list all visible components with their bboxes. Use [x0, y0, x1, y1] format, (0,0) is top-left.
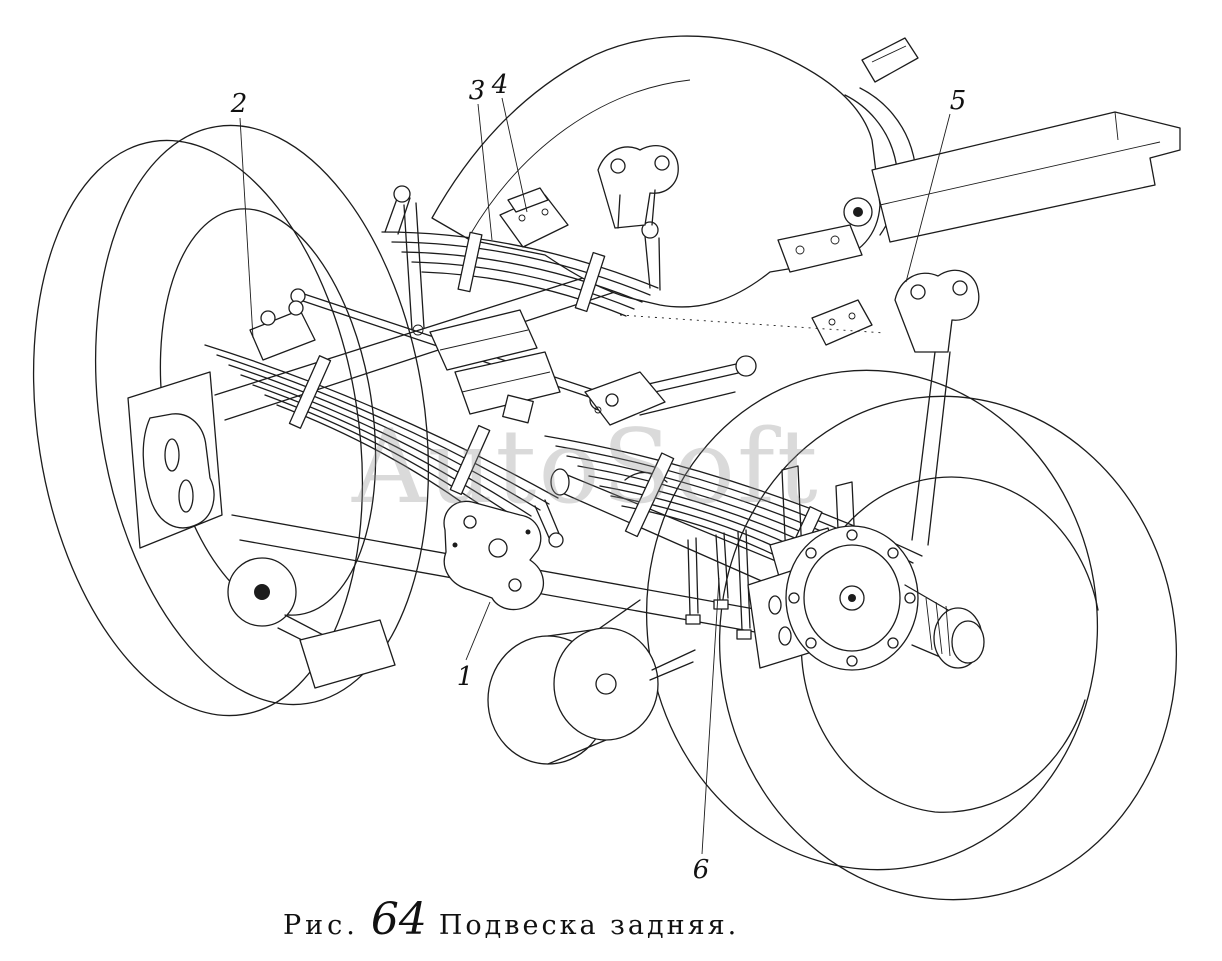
caption-prefix: Рис. — [283, 910, 359, 941]
left-crossmember-art — [127, 371, 223, 549]
leader-lines — [239, 97, 951, 855]
rear-bracket-art — [685, 269, 980, 640]
rear-left-wheels-art — [32, 124, 430, 717]
callout-3: 3 — [468, 76, 486, 106]
left-drum-art — [227, 557, 396, 689]
callout-4: 4 — [491, 70, 509, 100]
callout-1: 1 — [456, 662, 474, 692]
bracket-one-art — [443, 500, 544, 611]
caption-title: Подвеска задняя. — [438, 910, 740, 941]
callout-5: 5 — [949, 86, 967, 116]
callout-6: 6 — [692, 855, 710, 885]
frame-beam-art — [871, 111, 1181, 243]
top-brackets-art — [499, 145, 679, 248]
figure-caption: Рис. 64 Подвеска задняя. — [283, 898, 739, 942]
brake-chamber-art — [487, 599, 696, 765]
rear-right-wheels-art — [645, 369, 1178, 901]
left-spring-art — [204, 300, 564, 548]
caption-number: 64 — [370, 894, 427, 945]
center-equipment-art — [429, 309, 666, 426]
far-spring-art — [381, 185, 661, 336]
callout-2: 2 — [230, 89, 248, 119]
hub-art — [747, 525, 985, 671]
